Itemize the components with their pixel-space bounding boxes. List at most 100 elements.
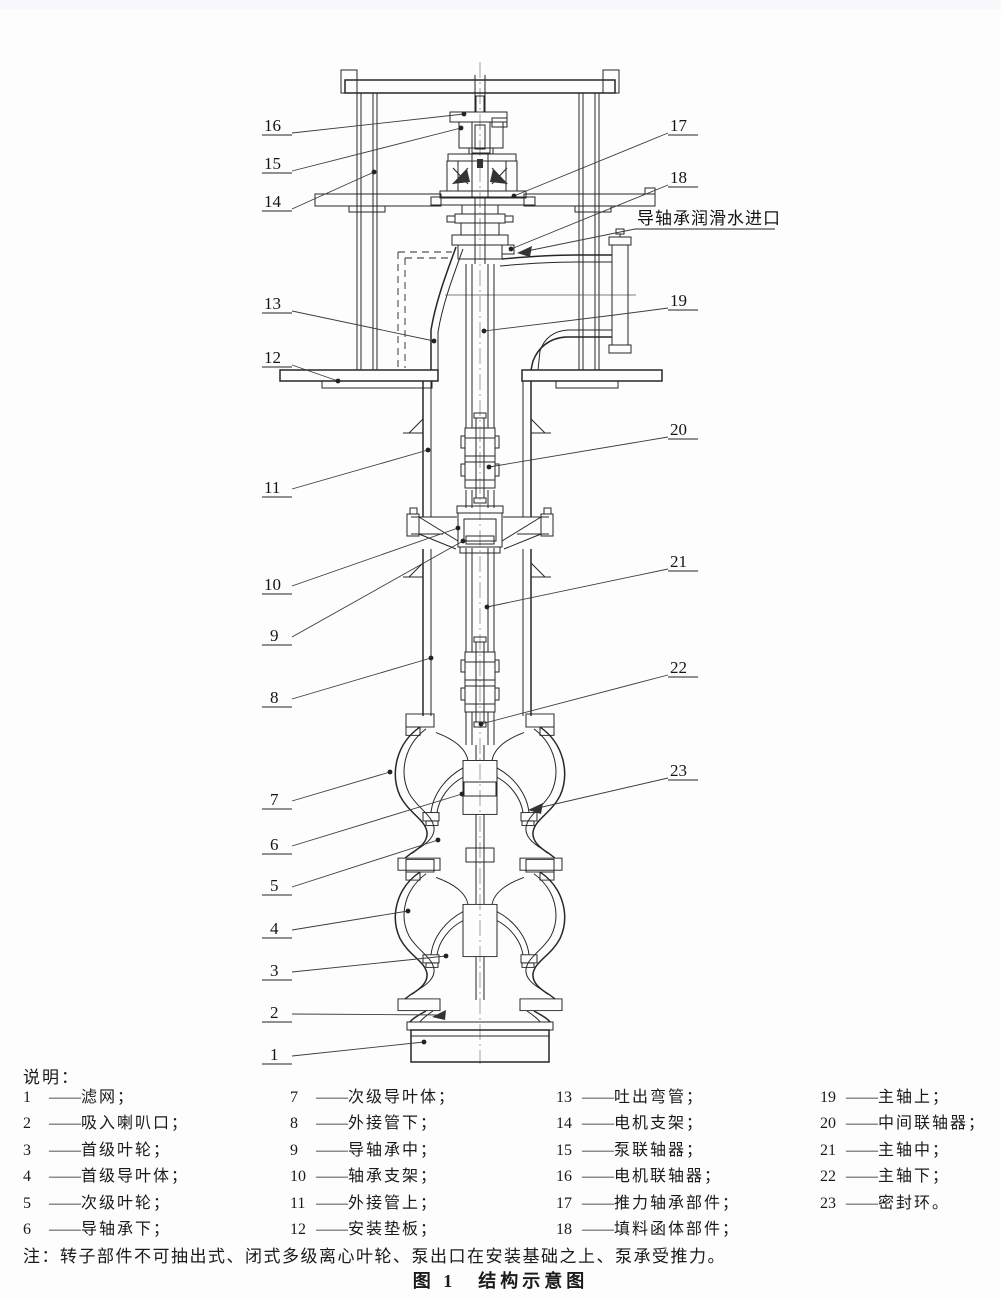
- callout-5-label: 5: [270, 876, 279, 895]
- callout-1: 1: [262, 1039, 427, 1065]
- callout-2-label: 2: [270, 1003, 279, 1022]
- legend-dash: ——: [846, 1194, 878, 1212]
- callout-19: 19: [481, 291, 698, 334]
- callout-10-label: 10: [264, 575, 281, 594]
- callout-5: 5: [262, 837, 441, 896]
- legend-item-17: 17 ——推力轴承部件；: [556, 1189, 740, 1215]
- legend-dash: ——: [49, 1220, 81, 1238]
- legend-num: 20: [820, 1115, 836, 1133]
- callout-9-label: 9: [270, 626, 279, 645]
- legend-column-4: 19——主轴上； 20——中间联轴器； 21——主轴中； 22——主轴下； 23…: [820, 1083, 986, 1215]
- callout-12: 12: [262, 348, 341, 384]
- legend-name: 吐出弯管；: [614, 1089, 705, 1106]
- mounting-plate: [279, 369, 663, 389]
- callout-8: 8: [262, 655, 434, 708]
- callout-14: 14: [262, 169, 377, 212]
- legend-name: 主轴下；: [878, 1168, 951, 1186]
- legend-num: 10: [290, 1168, 306, 1186]
- callout-22-label: 22: [670, 658, 687, 677]
- legend-name: 电机联轴器；: [614, 1168, 723, 1186]
- legend-name: 主轴上；: [878, 1089, 951, 1106]
- legend-item-12: 12——安装垫板；: [290, 1215, 456, 1241]
- legend-item-2: 2——吸入喇叭口；: [23, 1109, 189, 1135]
- legend-name: 次级叶轮；: [81, 1194, 172, 1212]
- legend-name: 导轴承下；: [81, 1220, 172, 1238]
- water-inlet-label: 导轴承润滑水进口: [637, 209, 781, 228]
- legend-item-10: 10——轴承支架；: [290, 1162, 456, 1188]
- legend-name: 导轴承中；: [348, 1141, 439, 1159]
- legend-item-22: 22——主轴下；: [820, 1162, 986, 1188]
- callout-17: 17: [511, 116, 698, 199]
- legend-name: 安装垫板；: [348, 1220, 439, 1238]
- legend-item-11: 11——外接管上；: [290, 1189, 456, 1215]
- callout-10: 10: [262, 525, 461, 595]
- callout-23: 23: [528, 761, 698, 814]
- legend-item-8: 8——外接管下；: [290, 1109, 456, 1135]
- legend-dash: ——: [49, 1168, 81, 1186]
- legend-num: 16: [556, 1168, 572, 1186]
- thrust-bearing-assembly: [430, 153, 536, 206]
- callout-17-label: 17: [670, 116, 688, 135]
- callout-15: 15: [262, 125, 464, 174]
- legend-dash: ——: [846, 1141, 878, 1159]
- legend-dash: ——: [582, 1194, 614, 1212]
- legend-name: 首级导叶体；: [81, 1168, 190, 1186]
- legend-num: 1: [23, 1089, 31, 1106]
- callout-8-label: 8: [270, 688, 279, 707]
- legend-item-7: 7——次级导叶体；: [290, 1083, 456, 1109]
- legend-item-14: 14——电机支架；: [556, 1109, 740, 1135]
- legend-dash: ——: [316, 1115, 348, 1133]
- legend-num: 6: [23, 1220, 31, 1238]
- legend-dash: ——: [49, 1194, 81, 1212]
- legend-dash: ——: [582, 1141, 614, 1159]
- callout-18-label: 18: [670, 168, 687, 187]
- figure-note: 注：转子部件不可抽出式、闭式多级离心叶轮、泵出口在安装基础之上、泵承受推力。: [23, 1247, 726, 1266]
- legend-num: 17: [556, 1194, 572, 1212]
- legend-item-5: 5 ——次级叶轮；: [23, 1189, 189, 1215]
- legend-dash: ——: [316, 1089, 348, 1106]
- motor-stand: [314, 69, 656, 370]
- legend-item-15: 15 ——泵联轴器；: [556, 1136, 740, 1162]
- legend-num: 12: [290, 1220, 306, 1238]
- legend-num: 14: [556, 1115, 572, 1133]
- legend-item-18: 18——填料函体部件；: [556, 1215, 740, 1241]
- legend-name: 填料函体部件；: [614, 1220, 741, 1238]
- legend-item-20: 20——中间联轴器；: [820, 1109, 986, 1135]
- callout-4-label: 4: [270, 919, 279, 938]
- legend-name: 中间联轴器；: [878, 1115, 987, 1133]
- legend-item-16: 16——电机联轴器；: [556, 1162, 740, 1188]
- legend-num: 19: [820, 1089, 836, 1106]
- legend-name: 推力轴承部件；: [614, 1194, 741, 1212]
- discharge-elbow: [397, 228, 636, 371]
- legend-name: 滤网；: [81, 1089, 136, 1106]
- callout-11-label: 11: [264, 478, 280, 497]
- legend-name: 吸入喇叭口；: [81, 1115, 190, 1133]
- callout-13: 13: [262, 294, 437, 344]
- legend-dash: ——: [846, 1168, 878, 1186]
- callout-2: 2: [262, 1003, 446, 1023]
- column-pipe: [403, 264, 551, 745]
- legend-name: 密封环。: [878, 1194, 951, 1212]
- figure-caption: 图 1 结构示意图: [412, 1271, 589, 1291]
- legend-num: 5: [23, 1194, 31, 1212]
- legend-dash: ——: [316, 1141, 348, 1159]
- callout-12-label: 12: [264, 348, 281, 367]
- legend-name: 电机支架；: [614, 1115, 705, 1133]
- legend-item-9: 9 ——导轴承中；: [290, 1136, 456, 1162]
- legend-num: 15: [556, 1141, 572, 1159]
- legend-dash: ——: [316, 1194, 348, 1212]
- legend-column-2: 7——次级导叶体； 8——外接管下； 9——导轴承中； 10——轴承支架； 11…: [290, 1083, 456, 1241]
- suction-bell-strainer: [406, 1010, 554, 1063]
- legend-num: 21: [820, 1141, 836, 1159]
- legend-name: 泵联轴器；: [614, 1141, 705, 1159]
- legend-num: 9: [290, 1141, 298, 1159]
- legend-column-3: 13——吐出弯管； 14——电机支架； 15——泵联轴器； 16——电机联轴器；…: [556, 1083, 740, 1241]
- legend-dash: ——: [49, 1141, 81, 1159]
- callout-18: 18: [508, 168, 698, 252]
- callout-14-label: 14: [264, 192, 282, 211]
- legend-num: 8: [290, 1115, 298, 1133]
- legend-num: 3: [23, 1141, 31, 1159]
- legend-item-3: 3——首级叶轮；: [23, 1136, 189, 1162]
- legend-num: 13: [556, 1089, 572, 1106]
- legend-dash: ——: [846, 1089, 878, 1106]
